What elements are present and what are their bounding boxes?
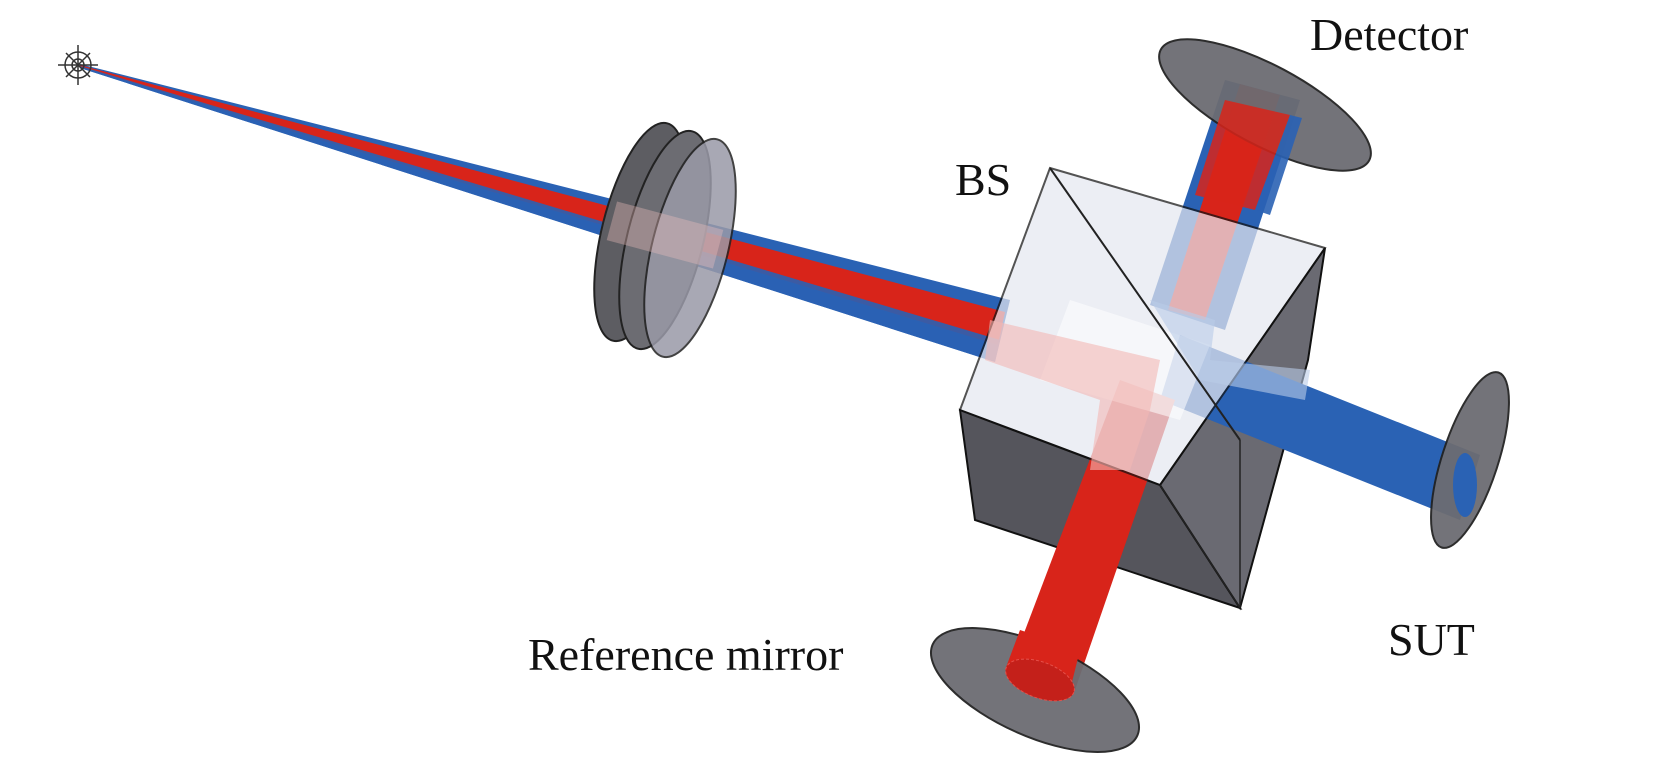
beam-splitter-label: BS [955, 154, 1012, 205]
input-beam-blue-edge [80, 66, 1000, 362]
detector-label: Detector [1310, 9, 1469, 60]
sut-label: SUT [1388, 614, 1475, 665]
beam-splitter-cube [958, 166, 1480, 690]
lens-group [593, 121, 737, 359]
reference-mirror-label: Reference mirror [528, 629, 844, 680]
point-source-icon [58, 45, 98, 85]
